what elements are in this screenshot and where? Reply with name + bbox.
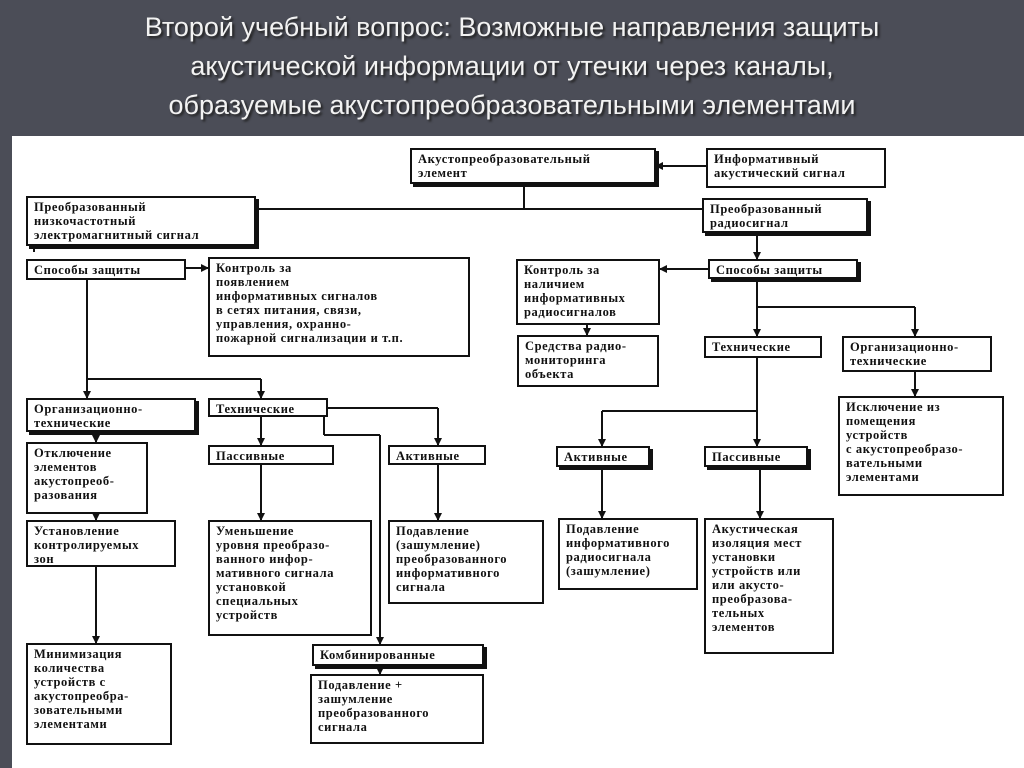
node-org-technical-right: Организационно- технические [842,336,992,372]
node-suppress-right: Подавление информативного радиосигнала (… [558,518,698,590]
node-suppress-combined: Подавление + зашумление преобразованного… [310,674,484,744]
node-active-left: Активные [388,445,486,465]
node-control-left: Контроль за появлением информативных сиг… [208,257,470,357]
node-acoustic-isolation: Акустическая изоляция мест установки уст… [704,518,834,654]
title-line-1: Второй учебный вопрос: Возможные направл… [144,12,880,42]
node-protection-methods-right: Способы защиты [708,259,858,279]
node-combined: Комбинированные [312,644,484,666]
node-exclusion: Исключение из помещения устройств с акус… [838,396,1004,496]
node-org-technical-left: Организационно- технические [26,398,196,432]
node-radio-signal: Преобразованный радиосигнал [702,198,868,233]
node-suppress-left: Подавление (зашумление) преобразованного… [388,520,544,604]
node-protection-methods-left: Способы защиты [26,259,186,280]
node-passive-right: Пассивные [704,446,808,467]
connector-lines [33,162,919,675]
title-line-3: образуемые акустопреобразовательными эле… [168,90,856,120]
diagram-canvas: Акустопреобразовательный элемент Информа… [12,136,1024,768]
node-controlled-zones: Установление контролируемых зон [26,520,176,567]
node-radio-monitoring: Средства радио- мониторинга объекта [517,335,659,387]
node-control-right: Контроль за наличием информативных радио… [516,259,660,325]
node-informative-acoustic-signal: Информативный акустический сигнал [706,148,886,188]
slide-title: Второй учебный вопрос: Возможные направл… [0,8,1024,125]
title-line-2: акустической информации от утечки через … [190,51,834,81]
node-minimize: Минимизация количества устройств с акуст… [26,643,172,745]
node-disconnect: Отключение элементов акустопреоб- разова… [26,442,148,514]
node-technical-left: Технические [208,398,328,417]
node-active-right: Активные [556,446,650,467]
node-reduce-level: Уменьшение уровня преобразо- ванного инф… [208,520,372,636]
node-passive-left: Пассивные [208,445,334,465]
node-lf-em-signal: Преобразованный низкочастотный электрома… [26,196,256,246]
node-acoustic-element: Акустопреобразовательный элемент [410,148,656,184]
node-technical-right: Технические [704,336,822,358]
